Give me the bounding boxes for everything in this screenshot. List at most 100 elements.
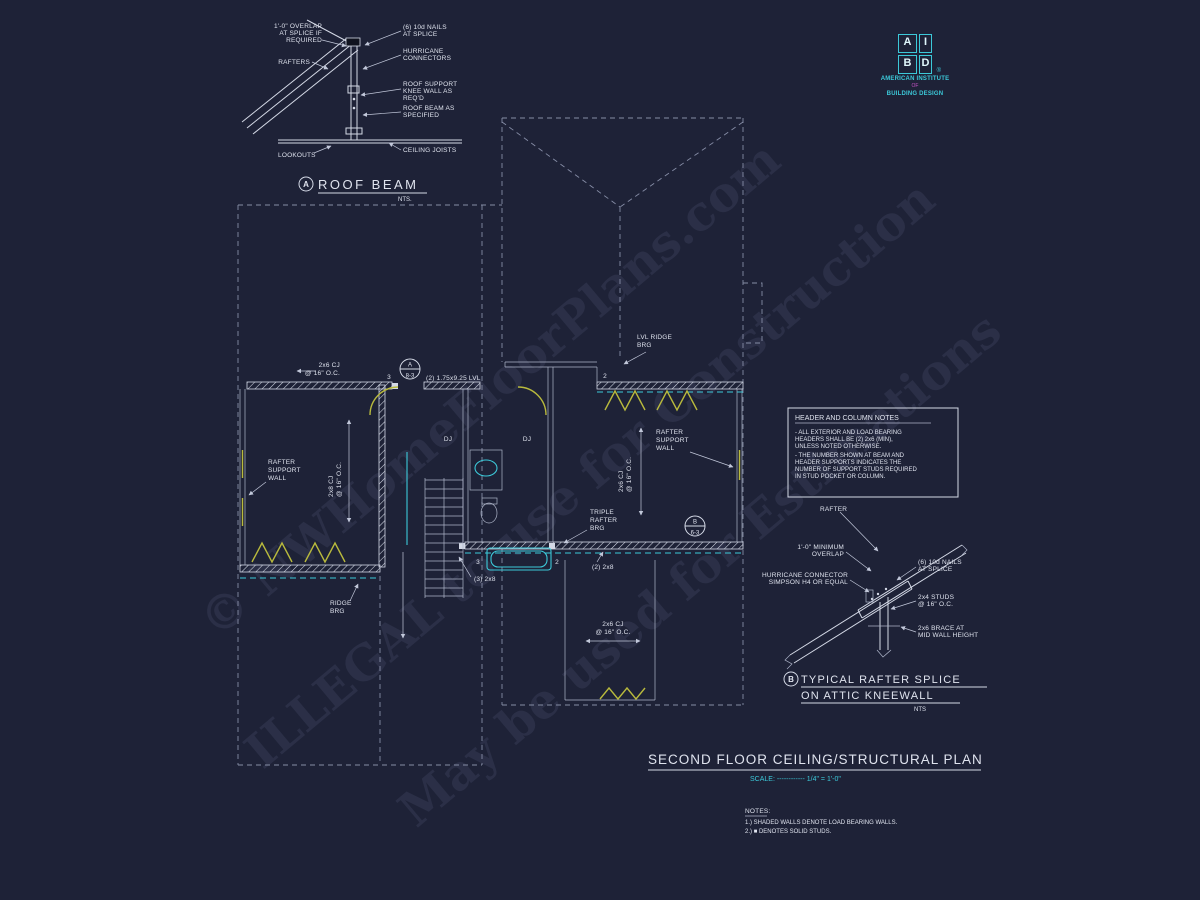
notes-box-line: - THE NUMBER SHOWN AT BEAM AND [795, 453, 905, 459]
bottom-room-walls [564, 560, 656, 701]
header-zigzag [656, 389, 698, 412]
logo-text-3: BUILDING DESIGN [886, 91, 944, 97]
label-brace-2: MID WALL HEIGHT [918, 632, 978, 639]
leader-rafter-wall-left [248, 481, 267, 496]
knee-wall-post [350, 44, 358, 140]
label-triple-3: BRG [590, 525, 605, 532]
step-wall [504, 361, 598, 382]
label-rafter-wall-right-1: RAFTER [656, 429, 683, 436]
label-cj26-bot-1: 2x6 CJ [602, 621, 623, 628]
bathroom-fixtures [469, 449, 552, 571]
leader-overlap [321, 39, 347, 48]
label-cj26-top-2: @ 16" O.C. [305, 370, 340, 377]
label-nails-2: AT SPLICE [403, 31, 438, 38]
label-studs-2: @ 16" O.C. [918, 601, 953, 608]
stair-treads [425, 479, 463, 597]
registered-mark: ® [936, 68, 941, 74]
ceiling-line [278, 139, 462, 144]
tub-inner [490, 550, 548, 568]
leader-beam [362, 111, 402, 117]
label-rafter-wall-left-2: SUPPORT [268, 467, 301, 474]
leader-overlap [845, 551, 872, 572]
leader-rafter [839, 511, 879, 552]
detail-a-bubble-letter: A [303, 180, 309, 189]
label-ridge-2: BRG [330, 608, 345, 615]
label-2-2x8: (2) 2x8 [592, 564, 614, 571]
hurricane-connector-shape [865, 589, 874, 603]
tub [486, 547, 552, 571]
bubble-b-number: 6-3 [691, 531, 700, 537]
logo-letter-d: D [919, 55, 932, 74]
stairs [400, 478, 464, 639]
header-zigzag [599, 686, 646, 701]
leader-joists [388, 142, 402, 151]
label-kneewall-2: KNEE WALL AS [403, 88, 453, 95]
label-cj28-vert-1: 2x8 CJ [328, 476, 335, 497]
notes-box-line: UNLESS NOTED OTHERWISE. [795, 444, 882, 450]
notes-box-line: HEADERS SHALL BE (2) 2x6 (MIN), [795, 437, 893, 443]
solid-stud [549, 543, 555, 549]
wall-left-mid [239, 564, 381, 573]
bath-left-wall [462, 389, 469, 542]
leader-ridge-brg [349, 583, 359, 602]
label-overlap-3: REQUIRED [286, 37, 322, 44]
wall-top-left-b [423, 381, 481, 390]
label-cj26-top-1: 2x6 CJ [319, 362, 340, 369]
logo-letter-b: B [898, 55, 917, 74]
stud-count-2: 2 [603, 373, 607, 380]
bubble-b-letter: B [693, 520, 697, 526]
label-nails-1: (6) 10d NAILS [403, 24, 447, 31]
leader-2-2x8 [596, 551, 604, 563]
notes-box-border [787, 407, 959, 498]
detail-b-rafter-splice: RAFTER 1'-0" MINIMUM OVERLAP HURRICANE C… [762, 506, 987, 713]
leader-brace [900, 626, 917, 633]
yellow-headers [241, 386, 741, 701]
door-swing [369, 386, 399, 416]
leader-triple [563, 529, 588, 544]
bubble-a-letter: A [408, 363, 412, 369]
label-overlap-2: OVERLAP [812, 551, 844, 558]
bath-right-wall [547, 367, 554, 542]
label-lvl-header: (2) 1.75x9.25 LVL [426, 375, 481, 382]
rafter-upper [857, 544, 967, 619]
wall-top-right [596, 381, 744, 390]
header-zigzag [304, 541, 346, 564]
label-rafter-wall-left-1: RAFTER [268, 459, 295, 466]
stud-count-1: 3 [387, 374, 391, 381]
label-rafter-wall-right-2: SUPPORT [656, 437, 689, 444]
sink [474, 459, 498, 477]
leader-rafter-wall-right [689, 451, 734, 468]
leader-rafters [311, 61, 329, 70]
wall-interior-vertical [378, 384, 386, 568]
label-3-2x8: (3) 2x8 [474, 576, 496, 583]
header-zigzag [251, 541, 293, 564]
notes-box-line: - ALL EXTERIOR AND LOAD BEARING [795, 430, 902, 436]
label-nails-1: (6) 10d NAILS [918, 559, 962, 566]
splice-plate [345, 37, 361, 47]
sheet-title: SECOND FLOOR CEILING/STRUCTURAL PLAN [648, 752, 983, 767]
logo-text-1: AMERICAN INSTITUTE [880, 76, 950, 82]
leader-nails [896, 566, 917, 581]
label-studs-1: 2x4 STUDS [918, 594, 955, 601]
leader-kneewall [360, 88, 402, 97]
vanity [469, 449, 503, 491]
detail-b-bubble-letter: B [788, 675, 794, 684]
label-cj26-bot-2: @ 16" O.C. [595, 629, 630, 636]
label-rafter-wall-left-3: WALL [268, 475, 286, 482]
nail [876, 592, 880, 596]
bolt [352, 97, 356, 101]
wall-top-left-a [246, 381, 393, 390]
right-exterior-wall [736, 389, 743, 542]
leader-connector [849, 579, 870, 593]
label-connector-2: SIMPSON H4 OR EQUAL [769, 579, 848, 586]
door-swing [517, 386, 547, 416]
label-rafters: RAFTERS [278, 59, 310, 66]
label-brace-1: 2x6 BRACE AT [918, 625, 964, 632]
note-item: 1.) SHADED WALLS DENOTE LOAD BEARING WAL… [745, 820, 898, 826]
label-triple-2: RAFTER [590, 517, 617, 524]
label-cj26-vert-1: 2x6 CJ [618, 471, 625, 492]
label-beam-2: SPECIFIED [403, 112, 439, 119]
header-column-notes: HEADER AND COLUMN NOTES - ALL EXTERIOR A… [787, 407, 959, 498]
toilet-bowl [480, 502, 498, 524]
left-section-outline [237, 204, 502, 766]
